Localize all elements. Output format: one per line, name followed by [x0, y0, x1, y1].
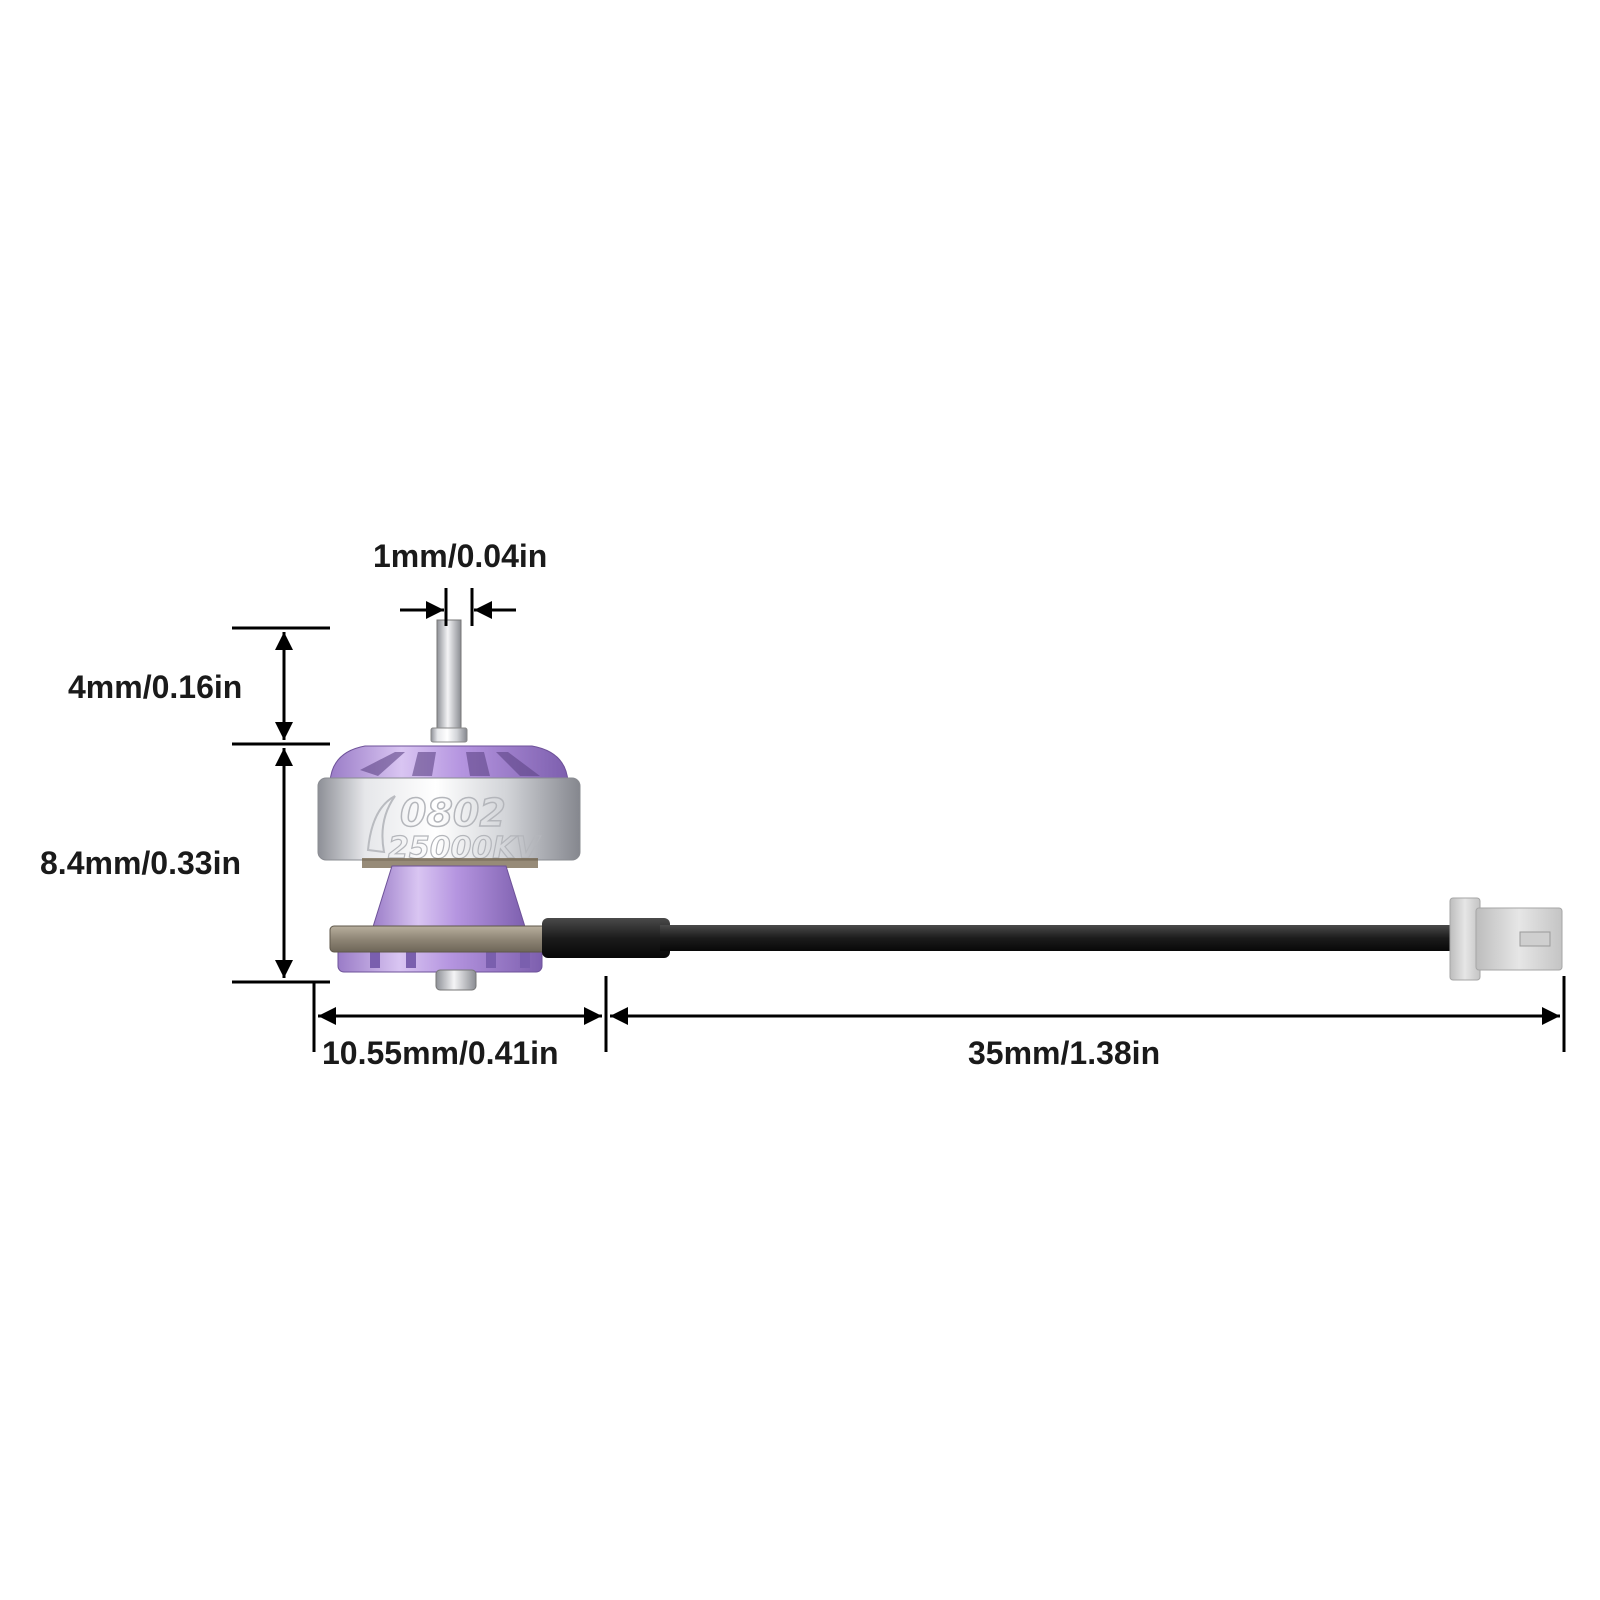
motor-base — [371, 865, 527, 931]
body-height-label: 8.4mm/0.33in — [40, 845, 241, 881]
dimension-lines — [232, 588, 1566, 1052]
motor-bell-top — [329, 745, 569, 783]
stator-gap — [362, 858, 538, 868]
motor-model-text: 0802 — [400, 791, 506, 835]
bell-vent — [466, 752, 490, 776]
jst-connector — [1449, 897, 1563, 981]
bell-vent — [412, 752, 436, 776]
bell-vent — [360, 752, 405, 776]
bottom-screw — [435, 969, 477, 991]
shaft-length-label: 4mm/0.16in — [68, 669, 243, 705]
shaft-collar — [430, 727, 468, 743]
bell-vent — [496, 752, 540, 776]
base-slot — [520, 946, 530, 968]
body-width-label: 10.55mm/0.41in — [322, 1035, 559, 1071]
base-slot — [486, 946, 496, 968]
heat-shrink — [542, 918, 670, 958]
base-slot — [406, 946, 416, 968]
wire — [660, 925, 1462, 951]
brand-logo-icon — [366, 795, 396, 854]
lead-length-label: 35mm/1.38in — [968, 1035, 1161, 1071]
connector-housing — [1475, 907, 1563, 971]
wire-sleeve — [329, 925, 563, 953]
base-slot — [370, 946, 380, 968]
motor-shaft — [436, 619, 462, 739]
shaft-diameter-label: 1mm/0.04in — [373, 538, 548, 574]
connector-latch — [1519, 931, 1551, 947]
motor-lead — [329, 897, 1563, 981]
